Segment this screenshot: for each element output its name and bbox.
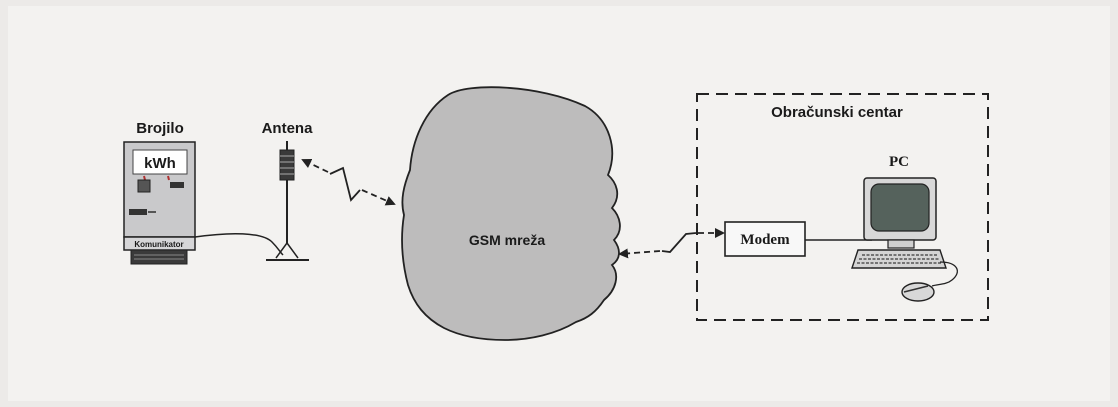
- modem-label: Modem: [740, 232, 790, 248]
- billing-center-boundary: [696, 93, 989, 321]
- meter-base: [130, 249, 188, 265]
- meter-title: Brojilo: [136, 120, 184, 137]
- meter-display-text: kWh: [144, 155, 176, 172]
- modem-box: [724, 221, 806, 257]
- computer-icon: [851, 177, 958, 302]
- gsm-label: GSM mreža: [469, 232, 545, 248]
- gsm-network-cloud: GSM mreža: [401, 86, 621, 341]
- antenna-title: Antena: [262, 120, 313, 137]
- billing-center: Obračunski centar Modem PC: [696, 93, 989, 321]
- antenna-icon: Antena: [262, 120, 313, 261]
- communicator-label: Komunikator: [134, 240, 183, 249]
- electricity-meter: Brojilo kWh Komunikator: [123, 120, 196, 265]
- meter-indicator-icon: [170, 182, 184, 188]
- mouse-icon: [901, 282, 935, 302]
- meter-button-icon: [137, 179, 151, 193]
- wireless-link-antenna-gsm: [301, 158, 396, 206]
- wireless-link-gsm-modem: [618, 228, 725, 259]
- billing-center-title: Obračunski centar: [771, 104, 903, 121]
- pc-label: PC: [889, 154, 909, 170]
- meter-display: [132, 149, 188, 175]
- monitor-screen: [870, 183, 930, 232]
